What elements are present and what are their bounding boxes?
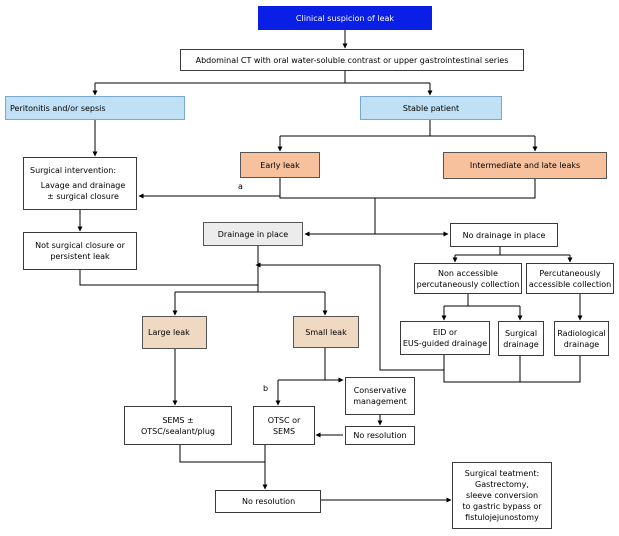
node-text: drainage [563, 339, 600, 349]
node-text: persistent leak [50, 252, 110, 261]
node-no-resolution: No resolution [215, 490, 321, 513]
node-clinical-suspicion: Clinical suspicion of leak [258, 6, 432, 30]
node-text: to gastric bypass or [462, 502, 542, 511]
node-text: Drainage in place [217, 229, 289, 239]
node-text: EUS-guided drainage [402, 339, 488, 348]
node-text: Abdominal CT with oral water-soluble con… [195, 55, 509, 65]
node-radiological-drainage: Radiological drainage [554, 321, 609, 356]
node-text: Gastrectomy, [475, 480, 529, 489]
node-text: drainage [503, 339, 539, 349]
node-no-resolution-small: No resolution [345, 426, 415, 445]
node-text: No resolution [353, 431, 407, 440]
edge-label-b: b [263, 384, 269, 393]
node-text: fistulojejunostomy [465, 513, 539, 522]
node-text: OTSC/sealant/plug [140, 426, 215, 436]
node-text: EID or [432, 328, 458, 337]
node-peritonitis: Peritonitis and/or sepsis [5, 96, 185, 120]
node-non-accessible-collection: Non accessible percutaneously collection [414, 263, 522, 294]
node-large-leak: Large leak [142, 316, 207, 349]
node-drainage-in-place: Drainage in place [203, 222, 303, 246]
node-conservative-management: Conservative management [345, 377, 415, 415]
node-small-leak: Small leak [293, 316, 359, 348]
node-not-surgical-closure: Not surgical closure or persistent leak [23, 232, 137, 270]
edge-sems-down [179, 445, 265, 463]
edge-no-drainage-split [455, 247, 570, 256]
node-surgical-drainage: Surgical drainage [498, 321, 544, 356]
node-text: Percutaneously [539, 268, 601, 278]
node-text: Not surgical closure or [35, 241, 125, 250]
edge-not-closure-to-junction [79, 270, 258, 286]
node-text: Surgical [504, 328, 538, 338]
node-text: Radiological [557, 328, 606, 338]
node-text: Intermediate and late leaks [469, 161, 581, 170]
node-text: sleeve conversion [465, 491, 539, 500]
node-text: Large leak [148, 328, 190, 337]
edge-ct-split [95, 71, 430, 84]
node-text: ± surgical closure [47, 192, 119, 201]
node-text: OTSC or [267, 415, 301, 425]
node-early-leak: Early leak [240, 152, 320, 178]
node-text: accessible collection [528, 279, 612, 289]
node-text: No resolution [242, 497, 296, 506]
edge-intermediate-merge [375, 179, 536, 199]
node-surgical-treatment: Surgical teatment: Gastrectomy, sleeve c… [452, 462, 552, 529]
node-surgical-intervention: Surgical intervention: Lavage and draina… [23, 157, 137, 210]
node-eid-eus-drainage: EID or EUS-guided drainage [400, 321, 490, 355]
node-accessible-collection: Percutaneously accessible collection [526, 263, 614, 294]
node-abdominal-ct: Abdominal CT with oral water-soluble con… [180, 49, 524, 71]
node-text: Surgical intervention: [30, 166, 117, 175]
node-otsc-or-sems: OTSC or SEMS [253, 406, 315, 445]
node-text: SEMS [272, 426, 296, 436]
node-text: Conservative [353, 386, 407, 395]
edge-early-to-surgery [138, 178, 281, 199]
edge-stable-split [280, 120, 535, 137]
edge-drainages-collect [443, 355, 581, 383]
node-no-drainage: No drainage in place [450, 223, 558, 247]
edge-early-merge [279, 178, 375, 199]
node-text: Peritonitis and/or sepsis [10, 103, 106, 113]
node-text: percutaneously collection [416, 279, 520, 289]
node-text: Stable patient [402, 103, 460, 113]
node-text: Lavage and drainage [40, 181, 126, 190]
node-text: Small leak [305, 327, 347, 337]
node-intermediate-late-leaks: Intermediate and late leaks [443, 152, 607, 179]
node-sems-otsc-sealant-plug: SEMS ± OTSC/sealant/plug [124, 406, 232, 445]
node-stable-patient: Stable patient [360, 96, 502, 120]
edge-label-a: a [238, 182, 243, 191]
node-text: Non accessible [438, 268, 498, 278]
node-text: Early leak [260, 160, 300, 170]
edge-non-accessible-split [444, 294, 520, 307]
node-text: management [353, 397, 407, 406]
node-text: Clinical suspicion of leak [295, 13, 395, 23]
node-text: Surgical teatment: [464, 469, 540, 478]
node-text: No drainage in place [462, 230, 546, 240]
edge-collector [379, 265, 444, 371]
node-text: SEMS ± [162, 415, 194, 425]
